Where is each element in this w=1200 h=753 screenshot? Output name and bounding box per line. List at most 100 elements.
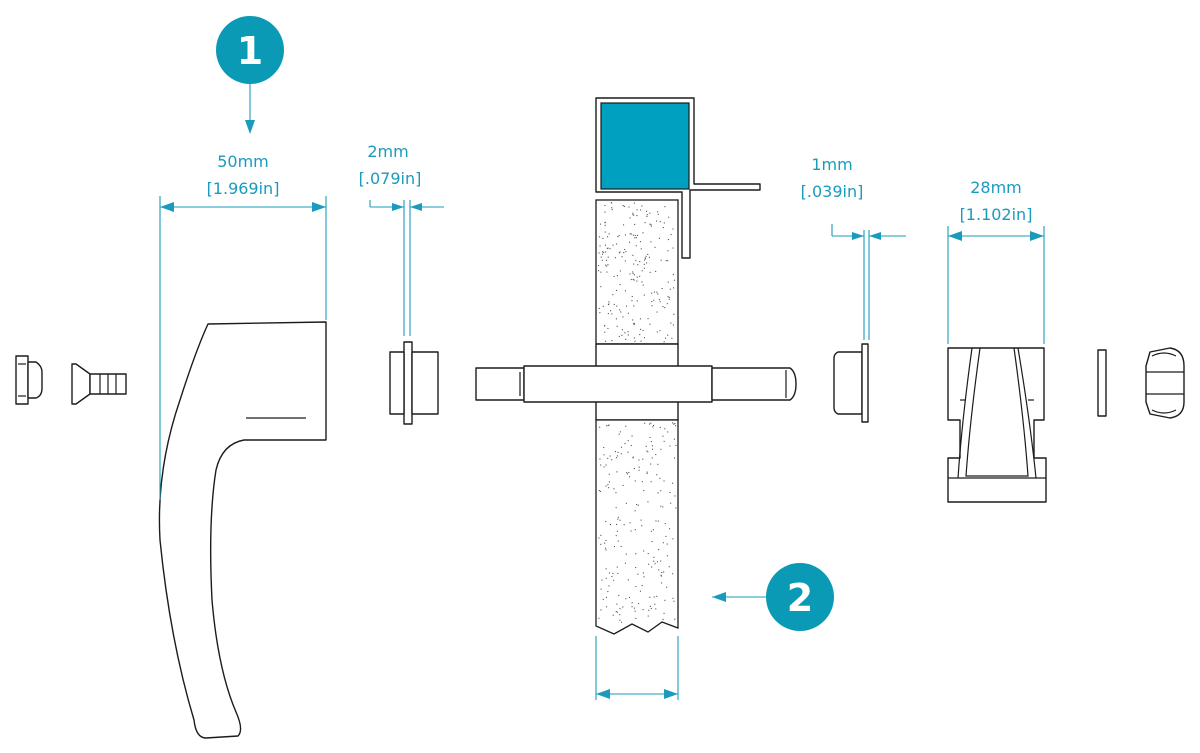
- foam-speck: [635, 553, 637, 555]
- foam-speck: [637, 573, 639, 575]
- foam-speck: [605, 539, 607, 541]
- foam-speck: [675, 425, 677, 427]
- foam-speck: [604, 542, 606, 544]
- foam-speck: [635, 617, 637, 619]
- foam-speck: [664, 206, 666, 208]
- foam-speck: [673, 287, 675, 289]
- foam-speck: [615, 457, 617, 459]
- foam-speck: [604, 231, 606, 233]
- foam-speck: [667, 281, 669, 283]
- foam-speck: [619, 309, 621, 311]
- foam-speck: [631, 602, 633, 604]
- foam-speck: [623, 224, 625, 226]
- foam-speck: [659, 221, 661, 223]
- dimension-handle-in: [1.969in]: [207, 179, 280, 198]
- foam-speck: [598, 265, 600, 267]
- foam-speck: [675, 444, 677, 446]
- dimension-cam-mm: 28mm: [970, 178, 1022, 197]
- foam-speck: [638, 466, 640, 468]
- foam-speck: [600, 464, 602, 466]
- foam-speck: [620, 446, 622, 448]
- foam-speck: [658, 549, 660, 551]
- callout-2-arrowhead: [712, 592, 726, 602]
- foam-speck: [615, 535, 617, 537]
- foam-speck: [643, 490, 645, 492]
- foam-speck: [609, 248, 611, 250]
- foam-speck: [603, 466, 605, 468]
- foam-speck: [637, 264, 639, 266]
- foam-speck: [639, 334, 641, 336]
- dimension-cam-in: [1.102in]: [960, 205, 1033, 224]
- foam-speck: [652, 426, 654, 428]
- door-panel: [595, 97, 761, 635]
- foam-speck: [627, 473, 629, 475]
- foam-speck: [622, 484, 624, 486]
- foam-speck: [633, 323, 635, 325]
- foam-speck: [632, 212, 634, 214]
- foam-speck: [628, 206, 630, 208]
- foam-speck: [609, 455, 611, 457]
- foam-speck: [632, 254, 634, 256]
- foam-speck: [662, 435, 664, 437]
- foam-speck: [598, 490, 600, 492]
- foam-speck: [598, 252, 600, 254]
- frame-profile-fill: [600, 102, 690, 190]
- foam-speck: [611, 459, 613, 461]
- foam-speck: [616, 455, 618, 457]
- foam-speck: [667, 239, 669, 241]
- foam-speck: [666, 586, 668, 588]
- foam-speck: [667, 250, 669, 252]
- foam-speck: [616, 275, 618, 277]
- foam-speck: [650, 481, 652, 483]
- foam-speck: [623, 252, 625, 254]
- foam-speck: [612, 244, 614, 246]
- foam-speck: [629, 241, 631, 243]
- callout-1-label: 1: [237, 29, 263, 73]
- foam-speck: [663, 480, 665, 482]
- foam-speck: [650, 530, 652, 532]
- dimension-washer-thickness: 1mm [.039in]: [801, 155, 906, 340]
- foam-speck: [657, 463, 659, 465]
- foam-speck: [613, 546, 615, 548]
- spindle-part: [475, 365, 797, 403]
- foam-speck: [630, 530, 632, 532]
- foam-speck: [614, 257, 616, 259]
- foam-speck: [600, 286, 602, 288]
- foam-speck: [619, 519, 621, 521]
- foam-speck: [605, 251, 607, 253]
- foam-speck: [667, 296, 669, 298]
- foam-speck: [620, 311, 622, 313]
- foam-speck: [628, 596, 630, 598]
- foam-speck: [641, 525, 643, 527]
- foam-speck: [607, 425, 609, 427]
- foam-speck: [667, 334, 669, 336]
- foam-speck: [599, 223, 601, 225]
- foam-speck: [661, 572, 663, 574]
- dimension-spacer-thickness: 2mm [.079in]: [359, 142, 444, 336]
- foam-speck: [622, 606, 624, 608]
- foam-speck: [660, 574, 662, 576]
- foam-speck: [616, 325, 618, 327]
- foam-speck: [608, 473, 610, 475]
- foam-speck: [643, 550, 645, 552]
- foam-speck: [632, 272, 634, 274]
- foam-speck: [608, 572, 610, 574]
- countersunk-screw-part: [71, 363, 127, 405]
- foam-speck: [608, 424, 610, 426]
- foam-speck: [674, 495, 676, 497]
- foam-speck: [630, 279, 632, 281]
- foam-speck: [617, 572, 619, 574]
- foam-speck: [637, 504, 639, 506]
- foam-speck: [672, 597, 674, 599]
- foam-speck: [667, 260, 669, 262]
- foam-speck: [607, 304, 609, 306]
- foam-speck: [616, 305, 618, 307]
- foam-speck: [605, 521, 607, 523]
- foam-speck: [619, 251, 621, 253]
- foam-speck: [660, 505, 662, 507]
- foam-speck: [605, 596, 607, 598]
- foam-speck: [614, 451, 616, 453]
- foam-speck: [651, 305, 653, 307]
- foam-speck: [629, 476, 631, 478]
- foam-speck: [604, 331, 606, 333]
